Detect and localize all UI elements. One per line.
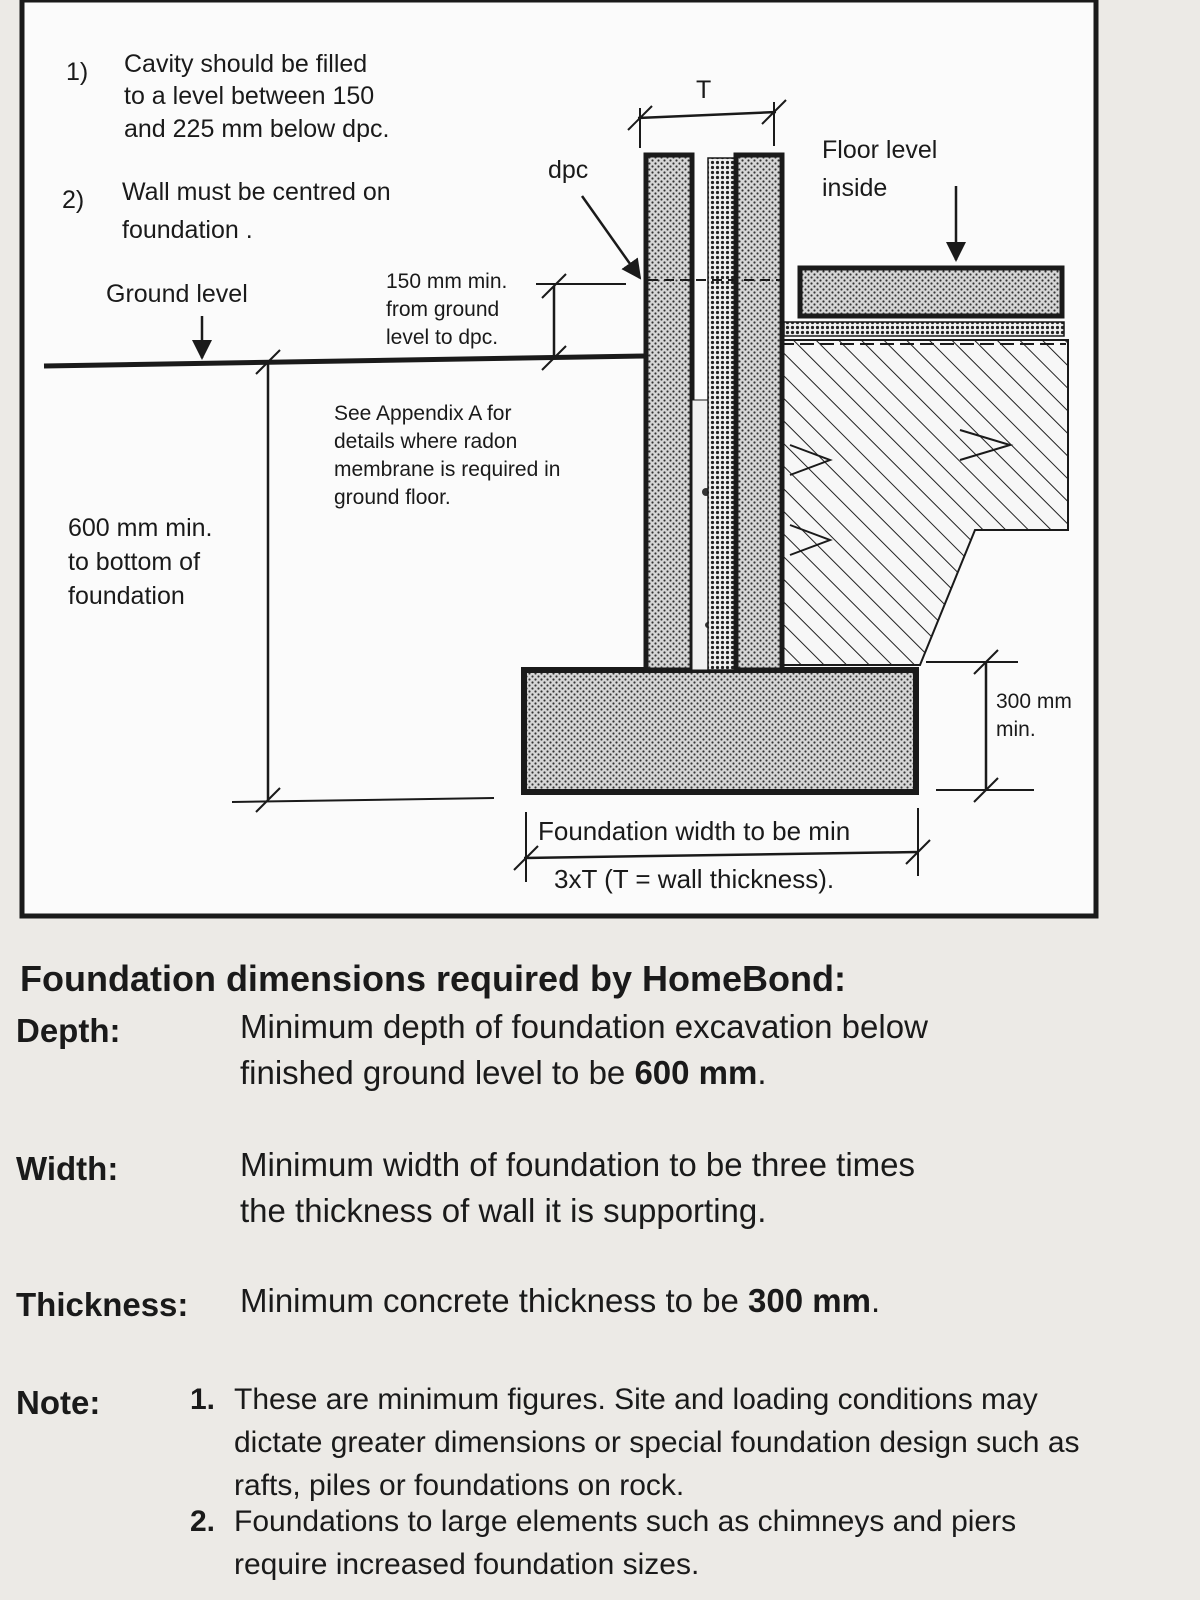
note-item-number: 2.: [190, 1505, 216, 1538]
width-dimension-line: [523, 850, 919, 860]
dpc-label: dpc: [548, 156, 588, 184]
foundation-section-diagram: 1) Cavity should be filled to a level be…: [19, 0, 1099, 919]
dpc-gap-line-1: 150 mm min.: [386, 270, 507, 293]
depth-label: Depth:: [16, 1012, 121, 1049]
fill-chevrons: [789, 444, 833, 476]
thickness-text: Minimum concrete thickness to be 300 mm.: [240, 1282, 881, 1319]
requirements-heading: Foundation dimensions required by HomeBo…: [20, 958, 847, 999]
note-item-number: 1.: [190, 1383, 216, 1416]
fill-chevrons: [789, 524, 833, 556]
width-label: Width:: [16, 1150, 119, 1187]
concrete-foundation: [521, 667, 919, 795]
depth-text: Minimum depth of foundation excavation b…: [240, 1004, 928, 1096]
radon-note-line-4: ground floor.: [334, 486, 451, 509]
note-item-2: 2. Foundations to large elements such as …: [190, 1500, 1104, 1586]
wall-thickness-label: T: [696, 76, 711, 104]
width-text: Minimum width of foundation to be three …: [240, 1142, 915, 1234]
note-1-line-2: to a level between 150: [124, 82, 374, 110]
dpc-arrow: [580, 195, 642, 280]
note-2-line-2: foundation .: [122, 216, 253, 244]
dpc-gap-line-3: level to dpc.: [386, 326, 498, 349]
depth-label-line-3: foundation: [68, 582, 185, 610]
ground-level-label: Ground level: [106, 280, 248, 308]
cavity-insulation: [707, 157, 737, 671]
dpc-gap-line-2: from ground: [386, 298, 499, 321]
width-text-line-1: Minimum width of foundation to be three …: [240, 1146, 916, 1183]
radon-note-line-3: membrane is required in: [334, 458, 560, 481]
note-label: Note:: [16, 1384, 101, 1421]
floor-level-line-2: inside: [822, 174, 887, 202]
floor-level-line-1: Floor level: [822, 136, 937, 164]
note-1-line-1: Cavity should be filled: [124, 50, 367, 78]
note-1-number: 1): [66, 58, 88, 86]
inner-leaf: [733, 152, 785, 673]
note-1-line-3: and 225 mm below dpc.: [124, 115, 389, 143]
note-2-number: 2): [62, 186, 84, 214]
note-item-1: 1. These are minimum figures. Site and lo…: [190, 1378, 1104, 1507]
radon-note-line-1: See Appendix A for: [334, 402, 511, 425]
depth-label-line-1: 600 mm min.: [68, 514, 212, 542]
note-item-text: These are minimum figures. Site and load…: [234, 1383, 1080, 1502]
depth-text-line-1: Minimum depth of foundation excavation b…: [240, 1008, 928, 1045]
thickness-label-line-1: 300 mm: [996, 690, 1072, 713]
wall-thickness-dimension: [637, 110, 777, 120]
width-label-line-2: 3xT (T = wall thickness).: [554, 864, 834, 894]
fill-chevrons: [959, 429, 1014, 461]
outer-leaf: [643, 152, 695, 673]
width-label-line-1: Foundation width to be min: [538, 816, 850, 846]
depth-label-line-2: to bottom of: [68, 548, 200, 576]
radon-note-line-2: details where radon: [334, 430, 517, 453]
thickness-label: Thickness:: [16, 1286, 189, 1323]
note-item-text: Foundations to large elements such as ch…: [234, 1505, 1017, 1581]
foundation-base-line: [231, 797, 495, 803]
ground-level-line: [43, 353, 647, 369]
note-2-line-1: Wall must be centred on: [122, 178, 391, 206]
requirements-section: Foundation dimensions required by HomeBo…: [0, 950, 1200, 1600]
floor-insulation: [783, 321, 1065, 337]
floor-slab: [797, 265, 1065, 319]
width-text-line-2: the thickness of wall it is supporting.: [240, 1192, 767, 1229]
depth-text-line-2: finished ground level to be 600 mm.: [240, 1054, 767, 1091]
thickness-label-line-2: min.: [996, 718, 1036, 741]
